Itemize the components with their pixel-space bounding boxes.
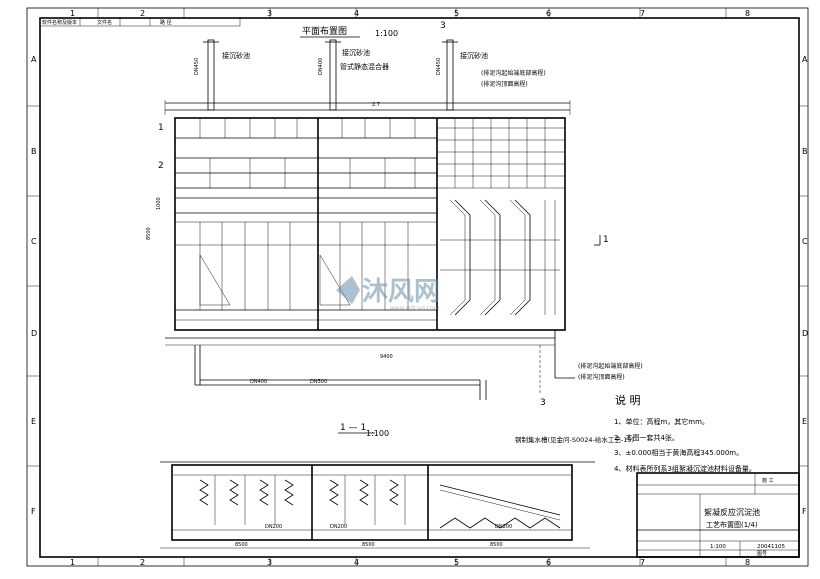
note-2: 2、本图一套共4张。: [614, 433, 679, 442]
col-8-top: 8: [745, 9, 750, 18]
row-F-right: F: [802, 507, 807, 516]
static-mixer-label: 管式静态混合器: [340, 62, 389, 71]
row-A-right: A: [802, 55, 808, 64]
col-6-bottom: 6: [546, 558, 551, 567]
section-mark-3-bottom: 3: [540, 398, 546, 408]
collector-label: 钢制集水槽(见金问-S0024-给水工艺-15): [515, 435, 634, 444]
sludge-top-label: (排泥沟顶面高程): [481, 80, 528, 88]
outer-border: [26, 7, 809, 567]
col-7-top: 7: [640, 9, 645, 18]
drawing-name-2: 工艺布置图(1/4): [706, 520, 758, 529]
sludge-start-bottom-label: (排泥沟起始端底部高程): [481, 69, 546, 77]
col-5-bottom: 5: [454, 558, 459, 567]
section-view: [160, 461, 595, 549]
col-4-bottom: 4: [354, 558, 359, 567]
col-5-top: 5: [454, 9, 459, 18]
col-1-bottom: 1: [70, 558, 75, 567]
bottom-pipes: [165, 330, 575, 400]
section-mark-3-top: 3: [440, 21, 446, 31]
row-D-right: D: [802, 329, 808, 338]
section-pipe-dn200-a: DN200: [265, 524, 282, 530]
col-1-top: 1: [70, 9, 75, 18]
watermark: 沐风网 www.mfcad.com: [336, 276, 440, 312]
section-pipe-dn200-b: DN200: [330, 524, 347, 530]
row-C-left: C: [31, 237, 37, 246]
col-4-top: 4: [354, 9, 359, 18]
section-mark-2-left: 2: [158, 161, 164, 171]
dim-1000-vertical: 1000: [156, 197, 162, 210]
col-3-bottom: 3: [267, 558, 272, 567]
section-mark-1-left: 1: [158, 123, 164, 133]
section-dim-1: 8500: [235, 542, 248, 548]
row-D-left: D: [31, 329, 37, 338]
title-date: 20041105: [757, 544, 785, 550]
dim-8500-vertical: 8500: [146, 227, 152, 240]
flocculation-grid: [175, 118, 437, 199]
note-3: 3、±0.000相当于黄海高程345.000m。: [614, 448, 743, 457]
note-1: 1、单位：高程m，其它mm。: [614, 417, 709, 426]
inner-border: [39, 17, 800, 558]
column-markers: [97, 8, 727, 566]
header-filename: 文件名: [97, 19, 112, 26]
to-settling-label-3: 接沉砂池: [460, 51, 488, 60]
notes-heading: 说 明: [615, 393, 641, 407]
watermark-logo-icon: [336, 276, 360, 304]
section-dim-2: 8500: [362, 542, 375, 548]
pipe-dn500: DN500: [310, 379, 327, 385]
title-stage: 施 工: [762, 477, 774, 484]
section-scale: 1:100: [366, 429, 389, 438]
col-6-top: 6: [546, 9, 551, 18]
col-8-bottom: 8: [745, 558, 750, 567]
tank-outline: [174, 117, 566, 331]
to-settling-label-2: 接沉砂池: [342, 48, 370, 57]
pipe-dn400: DN400: [318, 58, 324, 75]
col-2-bottom: 2: [140, 558, 145, 567]
plan-scale: 1:100: [375, 29, 398, 38]
row-F-left: F: [31, 507, 36, 516]
pipe-dn450-a: DN450: [194, 58, 200, 75]
plan-title: 平面布置图: [302, 25, 347, 37]
col-2-top: 2: [140, 9, 145, 18]
top-channel: [164, 100, 571, 115]
header-software: 软件名称及版本: [42, 19, 77, 26]
col-7-bottom: 7: [640, 558, 645, 567]
title-scale: 1:100: [710, 544, 726, 550]
inlet-pipes: [203, 39, 458, 111]
row-A-left: A: [31, 55, 37, 64]
col-3-top: 3: [267, 9, 272, 18]
to-settling-label-1: 接沉砂池: [222, 51, 250, 60]
pipe-dn400-bottom: DN400: [250, 379, 267, 385]
plate-zone-left: [175, 212, 437, 321]
sludge-channel-grid: [437, 118, 565, 316]
row-E-left: E: [31, 417, 36, 426]
watermark-url: www.mfcad.com: [390, 305, 440, 312]
row-dividers: [27, 105, 808, 467]
dim-2-7-top: 2.7: [372, 102, 380, 108]
title-sheet: 图号: [757, 551, 767, 557]
section-dim-3: 8500: [490, 542, 503, 548]
section-pipe-dn1200: DN200: [495, 524, 512, 530]
section-mark-1-right: 1: [603, 235, 609, 245]
row-C-right: C: [802, 237, 808, 246]
drawing-name-1: 絮凝反应沉淀池: [704, 507, 760, 517]
note-4: 4、材料表所列系3组絮凝沉淀池材料设备量。: [614, 464, 756, 473]
dim-9400: 9400: [380, 354, 393, 360]
title-block: [636, 472, 800, 558]
watermark-brand: 沐风网: [362, 277, 440, 307]
pipe-dn450-b: DN450: [436, 58, 442, 75]
row-B-left: B: [31, 147, 37, 156]
bottom-sludge-start-label: (排泥沟起始端底部高程): [578, 362, 643, 370]
row-B-right: B: [802, 147, 808, 156]
bottom-sludge-top-label: (排泥沟顶面高程): [578, 373, 625, 381]
row-E-right: E: [802, 417, 807, 426]
header-path: 路 径: [160, 19, 172, 26]
section-title: 1 — 1: [340, 423, 366, 433]
header-strip: [39, 17, 241, 27]
